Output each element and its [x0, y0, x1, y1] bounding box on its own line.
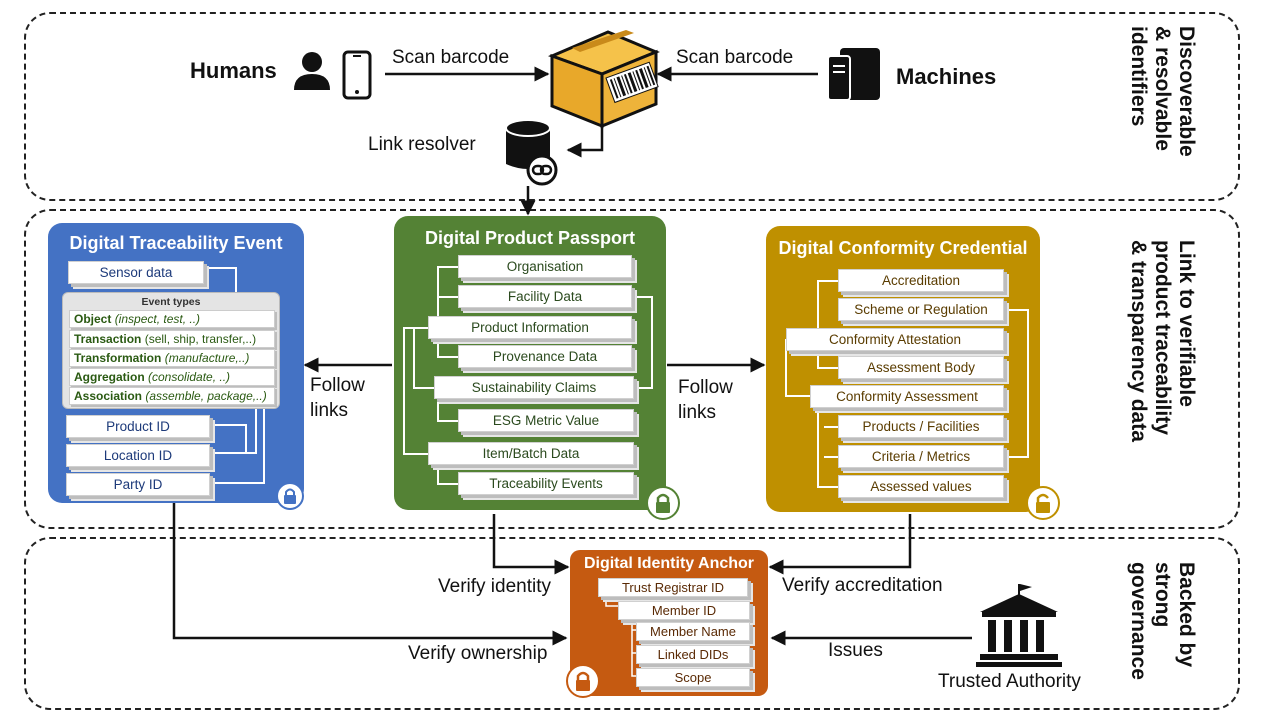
- verify-accreditation-label: Verify accreditation: [782, 575, 943, 596]
- package-barcode-icon: [548, 30, 660, 129]
- event-type-row[interactable]: Aggregation (consolidate, ..): [69, 368, 275, 386]
- dpp-field[interactable]: Facility Data: [458, 285, 632, 308]
- scan-barcode-left-label: Scan barcode: [392, 47, 510, 68]
- dpp-field[interactable]: Traceability Events: [458, 472, 634, 495]
- follow-links-right-line1: Follow: [678, 377, 733, 398]
- database-link-icon: [505, 119, 558, 186]
- dcc-field[interactable]: Accreditation: [838, 269, 1004, 292]
- dcc-field[interactable]: Conformity Attestation: [786, 328, 1004, 351]
- dcc-field[interactable]: Assessed values: [838, 475, 1004, 498]
- link-resolver-label: Link resolver: [368, 134, 476, 155]
- lock-icon: [276, 482, 304, 510]
- follow-links-left-line1: Follow: [310, 375, 365, 396]
- dia-field[interactable]: Linked DIDs: [636, 645, 750, 664]
- dcc-field[interactable]: Products / Facilities: [838, 415, 1004, 438]
- section-identifiers: [24, 12, 1240, 201]
- event-type-row[interactable]: Object (inspect, test, ..): [69, 310, 275, 328]
- dte-sensor-data[interactable]: Sensor data: [68, 261, 204, 284]
- section-governance: [24, 537, 1240, 710]
- dpp-title: Digital Product Passport: [424, 228, 636, 248]
- dpp-field[interactable]: Product Information: [428, 316, 632, 339]
- verify-ownership-label: Verify ownership: [408, 643, 548, 664]
- dte-event-types-box: Event types Object (inspect, test, ..) T…: [62, 292, 280, 409]
- follow-links-left-line2: links: [310, 400, 349, 421]
- lock-icon: [1026, 486, 1060, 520]
- dia-title: Digital Identity Anchor: [583, 555, 755, 572]
- lock-icon: [646, 486, 680, 520]
- dia-field[interactable]: Trust Registrar ID: [598, 578, 748, 597]
- box-to-resolver-arrow: [566, 126, 604, 158]
- dia-field[interactable]: Member Name: [636, 622, 750, 641]
- digital-conformity-credential-panel: Digital Conformity Credential Accreditat…: [766, 226, 1060, 520]
- side-label-linked-data: Link to verifiable product traceability …: [1127, 240, 1198, 442]
- person-icon: [294, 52, 330, 90]
- dte-title: Digital Traceability Event: [69, 233, 283, 253]
- scan-barcode-right-label: Scan barcode: [676, 47, 794, 68]
- dpp-field[interactable]: Item/Batch Data: [428, 442, 634, 465]
- dpp-field[interactable]: ESG Metric Value: [458, 409, 634, 432]
- humans-label: Humans: [190, 58, 277, 83]
- dte-location-id[interactable]: Location ID: [66, 444, 210, 467]
- verify-identity-arrow: [492, 514, 570, 575]
- dte-product-id[interactable]: Product ID: [66, 415, 210, 438]
- dcc-field[interactable]: Assessment Body: [838, 356, 1004, 379]
- verify-accreditation-arrow: [768, 514, 912, 575]
- smartphone-icon: [342, 50, 372, 100]
- digital-traceability-event-panel: Digital Traceability Event Sensor data E…: [48, 223, 304, 510]
- dcc-field[interactable]: Scheme or Regulation: [838, 298, 1004, 321]
- computer-tower-icon: [827, 48, 880, 101]
- verify-ownership-arrow: [172, 500, 568, 646]
- lock-icon: [566, 664, 600, 698]
- dcc-field[interactable]: Criteria / Metrics: [838, 445, 1004, 468]
- dcc-field[interactable]: Conformity Assessment: [810, 385, 1004, 408]
- digital-identity-anchor-panel: Digital Identity Anchor Trust Registrar …: [566, 550, 768, 698]
- machines-label: Machines: [896, 64, 997, 89]
- event-type-row[interactable]: Association (assemble, package,..): [69, 387, 275, 405]
- verify-identity-label: Verify identity: [438, 576, 551, 597]
- dcc-title: Digital Conformity Credential: [778, 238, 1028, 258]
- digital-product-passport-panel: Digital Product Passport Organisation Fa…: [394, 216, 680, 520]
- dia-field[interactable]: Scope: [636, 668, 750, 687]
- trusted-authority-label: Trusted Authority: [938, 671, 1081, 692]
- government-building-icon: [976, 584, 1062, 667]
- dpp-field[interactable]: Organisation: [458, 255, 632, 278]
- side-label-governance: Backed by strong governance: [1127, 562, 1198, 680]
- event-type-row[interactable]: Transformation (manufacture,..): [69, 349, 275, 367]
- event-type-row[interactable]: Transaction (sell, ship, transfer,..): [69, 330, 275, 348]
- dia-field[interactable]: Member ID: [618, 601, 750, 620]
- dpp-field[interactable]: Sustainability Claims: [434, 376, 634, 399]
- dte-party-id[interactable]: Party ID: [66, 473, 210, 496]
- dpp-field[interactable]: Provenance Data: [458, 345, 632, 368]
- section-linked-data: [24, 209, 1240, 529]
- event-types-title: Event types: [141, 296, 201, 308]
- issues-label: Issues: [828, 640, 883, 661]
- follow-links-right-line2: links: [678, 402, 717, 423]
- side-label-identifiers: Discoverable & resolvable identifiers: [1127, 26, 1198, 157]
